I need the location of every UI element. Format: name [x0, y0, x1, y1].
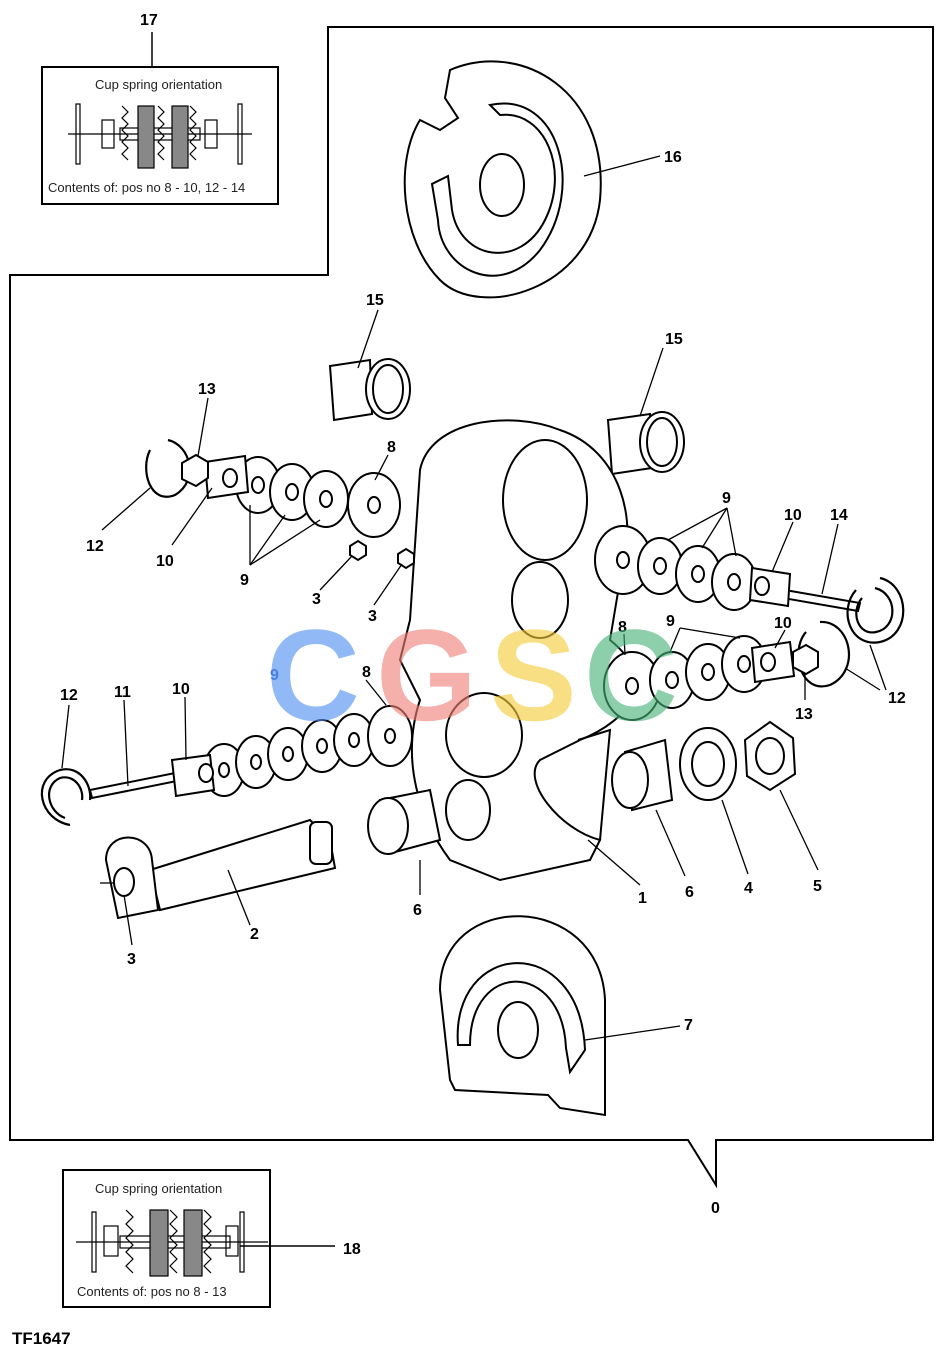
spring-stack-upper-right [594, 525, 757, 611]
part-11-pin [88, 753, 216, 800]
watermark-letter-1: C [266, 602, 360, 748]
part-14-pin [748, 566, 862, 613]
part-12-circlip-left [40, 768, 92, 827]
callout-12-top: 12 [86, 538, 104, 555]
part-10-holder-left [203, 454, 250, 500]
callout-4: 4 [744, 880, 753, 897]
inset-top-caption: Contents of: pos no 8 - 10, 12 - 14 [48, 180, 245, 195]
part-12-circlip-right-upper [846, 576, 905, 644]
part-5-nut [743, 720, 797, 792]
callout-10-top: 10 [156, 553, 174, 570]
inset-bottom-caption: Contents of: pos no 8 - 13 [77, 1284, 227, 1299]
callout-14: 14 [830, 507, 848, 524]
figure-reference: TF1647 [12, 1329, 71, 1348]
callout-labels: 16 15 15 13 8 12 10 9 3 3 9 10 14 8 9 10… [60, 149, 906, 1034]
spring-stack-lower-left [203, 705, 413, 797]
callout-15-left: 15 [366, 292, 384, 309]
callout-10-left: 10 [172, 681, 190, 698]
watermark-letter-3: S [490, 602, 577, 748]
part-13-nut-right [792, 643, 819, 676]
part-10-holder-right [750, 640, 796, 684]
inset-bottom-heading: Cup spring orientation [95, 1181, 222, 1196]
callout-5: 5 [813, 878, 822, 895]
callout-9-top: 9 [240, 572, 249, 589]
part-12-circlip-top [145, 438, 191, 498]
inset-top: 17 Cup spring orientation Contents of: p… [41, 12, 279, 205]
callout-1: 1 [638, 890, 647, 907]
callout-8-left: 8 [362, 664, 371, 681]
watermark-letter-2: G [376, 602, 477, 748]
callout-12-left: 12 [60, 687, 78, 704]
callout-15-right: 15 [665, 331, 683, 348]
callout-9-right: 9 [722, 490, 731, 507]
part-2-cylinder [104, 818, 337, 920]
watermark: C G S C [266, 602, 678, 748]
part-15-bushing-left [328, 358, 411, 422]
part-6-bushing-lower [367, 788, 442, 855]
callout-7: 7 [684, 1017, 693, 1034]
callout-8-top: 8 [387, 439, 396, 456]
part-7-plate [438, 915, 606, 1117]
callout-12-right: 12 [888, 690, 906, 707]
callout-3-b: 3 [368, 608, 377, 625]
part-15-bushing-right [606, 411, 685, 476]
inset-bottom-spring-stack [76, 1209, 268, 1277]
callout-3-a: 3 [312, 591, 321, 608]
callout-9-left: 9 [270, 667, 279, 684]
callout-13-right: 13 [795, 706, 813, 723]
inset-bottom: 18 Cup spring orientation Contents of: p… [62, 1169, 361, 1308]
callout-16: 16 [664, 149, 682, 166]
callout-17: 17 [140, 12, 158, 29]
watermark-letter-4: C [584, 602, 678, 748]
part-6-bushing-right [611, 738, 674, 812]
callout-6-lower: 6 [413, 902, 422, 919]
callout-0: 0 [711, 1200, 720, 1217]
callout-2: 2 [250, 926, 259, 943]
assembly-frame [9, 26, 934, 1189]
inset-top-heading: Cup spring orientation [95, 77, 222, 92]
callout-13-top: 13 [198, 381, 216, 398]
callout-8-right: 8 [618, 619, 627, 636]
leader-lines [61, 309, 887, 895]
part-3-nut-b [397, 547, 415, 570]
part-16-cam-plate [403, 60, 602, 299]
callout-6-right: 6 [685, 884, 694, 901]
part-1-bracket [398, 419, 637, 882]
callout-10-right: 10 [784, 507, 802, 524]
callout-10-mid: 10 [774, 615, 792, 632]
callout-3-c: 3 [127, 951, 136, 968]
inset-top-spring-stack [68, 103, 252, 169]
part-3-nut-a [349, 539, 367, 562]
part-13-nut-top [181, 453, 209, 488]
callout-18: 18 [343, 1241, 361, 1258]
callout-11: 11 [114, 684, 131, 701]
callout-9-mid: 9 [666, 613, 675, 630]
spring-stack-upper-left [235, 456, 401, 538]
part-4-seal [679, 727, 737, 801]
